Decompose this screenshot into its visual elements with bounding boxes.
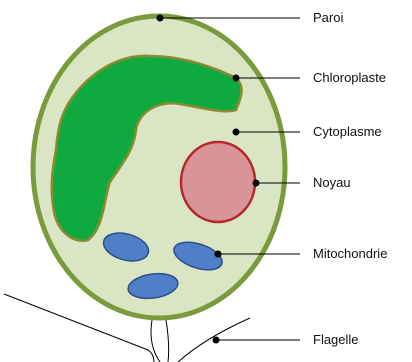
pointer-dot-cytoplasme — [233, 129, 240, 136]
pointer-dot-flagelle — [213, 337, 220, 344]
label-mitochondrie: Mitochondrie — [313, 246, 387, 262]
pointer-dot-chloroplaste — [233, 75, 240, 82]
pointer-dot-paroi — [157, 15, 164, 22]
pointer-dot-noyau — [253, 180, 260, 187]
nucleus — [181, 142, 255, 222]
label-chloroplaste: Chloroplaste — [313, 70, 386, 86]
flagellum-center-right — [166, 320, 169, 362]
label-noyau: Noyau — [313, 175, 351, 191]
label-paroi: Paroi — [313, 10, 343, 26]
label-cytoplasme: Cytoplasme — [313, 124, 382, 140]
pointer-dot-mitochondrie — [215, 251, 222, 258]
label-flagelle: Flagelle — [313, 332, 359, 348]
